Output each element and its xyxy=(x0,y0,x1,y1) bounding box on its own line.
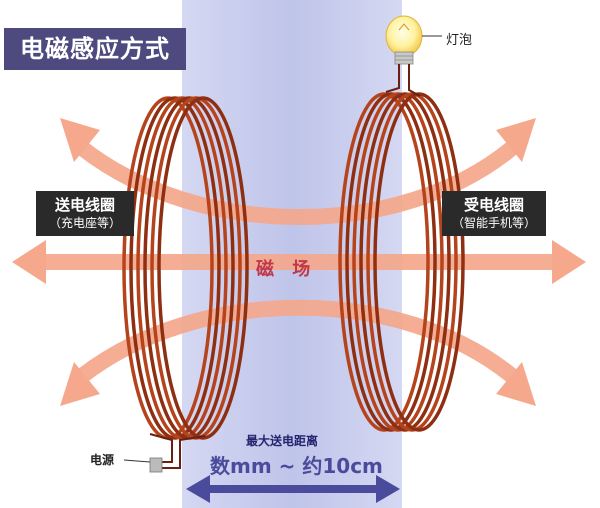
send-coil-name: 送电线圈 xyxy=(54,196,115,214)
power-plug-icon xyxy=(149,457,163,473)
receive-coil-name: 受电线圈 xyxy=(463,196,524,214)
arrow-heads xyxy=(12,118,586,406)
receive-coil-turn xyxy=(352,92,444,432)
receive-coil-turn xyxy=(345,92,437,432)
distance-value: 数mm ~ 约10cm xyxy=(210,454,383,478)
arrowhead-lower-right xyxy=(496,362,536,406)
receive-coil-turn xyxy=(366,92,458,432)
power-leader-line xyxy=(123,459,151,463)
send-coil-label: 送电线圈 （充电座等） xyxy=(36,191,134,236)
send-coil-turn xyxy=(136,96,228,440)
arrowhead-left-middle xyxy=(12,240,46,284)
distance-title: 最大送电距离 xyxy=(246,434,319,448)
bulb-label: 灯泡 xyxy=(446,33,473,48)
page-title: 电磁感应方式 xyxy=(4,28,186,70)
power-wire xyxy=(149,433,206,469)
send-coil-note: （充电座等） xyxy=(48,216,121,230)
send-coil-turn xyxy=(129,96,221,440)
magnetic-field-label: 磁 场 xyxy=(256,259,317,280)
receive-coil-label: 受电线圈 （智能手机等） xyxy=(442,191,546,236)
bulb-wire xyxy=(385,64,421,97)
receive-coil xyxy=(338,92,465,432)
arrowhead-upper-right xyxy=(496,118,536,162)
receive-coil-turn xyxy=(359,92,451,432)
arrowhead-upper-left xyxy=(60,118,100,162)
field-line-upper xyxy=(74,140,520,225)
distance-arrow xyxy=(186,475,400,503)
power-source-label: 电源 xyxy=(90,453,115,467)
receive-coil-note: （智能手机等） xyxy=(451,216,536,230)
receive-coil-turn xyxy=(338,92,430,432)
send-coil-turn xyxy=(157,96,249,440)
arrowhead-right-middle xyxy=(552,240,586,284)
arrowhead-lower-left xyxy=(60,362,100,406)
receive-coil-turn xyxy=(373,92,465,432)
